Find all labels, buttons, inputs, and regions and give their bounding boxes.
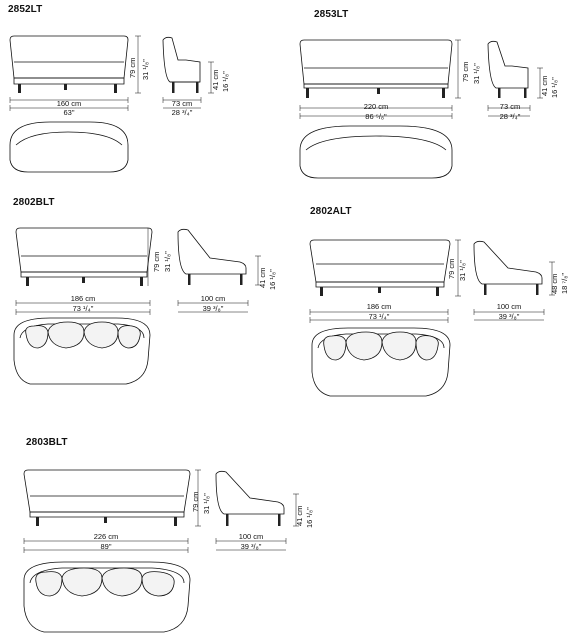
- height-cm-2852lt: 79 cm: [128, 57, 137, 78]
- sofa-2853lt-front-view: [299, 39, 461, 119]
- height-cm-2853lt: 79 cm: [461, 61, 470, 82]
- sofa-2803blt-side-view: [215, 470, 299, 551]
- depth-in-2853lt: 28 ³/₄": [499, 112, 521, 121]
- sofa-2802alt-side-view: [473, 240, 555, 321]
- height-in-2802alt: 31 ¹/₈": [458, 260, 467, 281]
- sofa-2852lt-side-view: [162, 36, 214, 109]
- front-width-cm-2852lt: 160 cm: [56, 99, 82, 108]
- sofa-2852lt-front-view: [9, 35, 141, 111]
- sofa-2803blt-front-view: [23, 469, 201, 553]
- front-width-in-2803blt: 89": [100, 542, 112, 551]
- depth-cm-2802blt: 100 cm: [200, 294, 226, 303]
- depth-in-2802alt: 39 ³/₈": [498, 312, 520, 321]
- sofa-2853lt-top-view: [299, 125, 453, 179]
- model-code-2802blt: 2802BLT: [13, 197, 55, 208]
- seat-height-in-2803blt: 16 ¹/₈": [305, 507, 314, 528]
- height-cm-2803blt: 79 cm: [191, 491, 200, 512]
- front-width-in-2853lt: 86 ⁵/₈": [365, 112, 387, 121]
- depth-in-2802blt: 39 ³/₈": [202, 304, 224, 313]
- depth-cm-2802alt: 100 cm: [496, 302, 522, 311]
- height-cm-2802blt: 79 cm: [152, 251, 161, 272]
- sofa-2802blt-front-view: [15, 227, 153, 315]
- seat-height-in-2853lt: 16 ¹/₈": [550, 77, 559, 98]
- seat-height-in-2802blt: 16 ¹/₈": [268, 269, 277, 290]
- height-in-2853lt: 31 ¹/₈": [472, 63, 481, 84]
- seat-height-cm-2853lt: 41 cm: [540, 75, 549, 96]
- front-width-in-2802alt: 73 ¹/₄": [368, 312, 390, 321]
- sofa-2852lt-top-view: [9, 121, 129, 173]
- sofa-2803blt-top-view: [23, 561, 191, 633]
- depth-in-2803blt: 39 ³/₈": [240, 542, 262, 551]
- front-width-in-2802blt: 73 ¹/₄": [72, 304, 94, 313]
- front-width-cm-2802blt: 186 cm: [70, 294, 96, 303]
- sofa-2802alt-front-view: [309, 239, 461, 323]
- front-width-cm-2803blt: 226 cm: [93, 532, 119, 541]
- depth-in-2852lt: 28 ³/₄": [171, 108, 193, 117]
- sofa-2853lt-side-view: [487, 40, 543, 117]
- seat-height-cm-2802alt: 48 cm: [550, 273, 559, 294]
- model-code-2803blt: 2803BLT: [26, 437, 68, 448]
- front-width-in-2852lt: 63": [63, 108, 75, 117]
- seat-height-cm-2852lt: 41 cm: [211, 69, 220, 90]
- depth-cm-2852lt: 73 cm: [171, 99, 193, 108]
- seat-height-cm-2802blt: 41 cm: [258, 267, 267, 288]
- front-width-cm-2853lt: 220 cm: [363, 102, 389, 111]
- height-cm-2802alt: 79 cm: [447, 258, 456, 279]
- depth-cm-2803blt: 100 cm: [238, 532, 264, 541]
- front-width-cm-2802alt: 186 cm: [366, 302, 392, 311]
- model-code-2802alt: 2802ALT: [310, 206, 352, 217]
- sofa-2802blt-side-view: [177, 228, 261, 313]
- sofa-2802blt-top-view: [13, 317, 151, 385]
- seat-height-cm-2803blt: 41 cm: [295, 505, 304, 526]
- sofa-2802alt-top-view: [311, 327, 451, 397]
- height-in-2802blt: 31 ¹/₈": [163, 251, 172, 272]
- seat-height-in-2802alt: 18 ⁷/₈": [560, 273, 569, 294]
- depth-cm-2853lt: 73 cm: [499, 102, 521, 111]
- height-in-2852lt: 31 ¹/₈": [141, 59, 150, 80]
- model-code-2853lt: 2853LT: [314, 9, 349, 20]
- model-code-2852lt: 2852LT: [8, 4, 43, 15]
- seat-height-in-2852lt: 16 ¹/₈": [221, 71, 230, 92]
- height-in-2803blt: 31 ¹/₈": [202, 493, 211, 514]
